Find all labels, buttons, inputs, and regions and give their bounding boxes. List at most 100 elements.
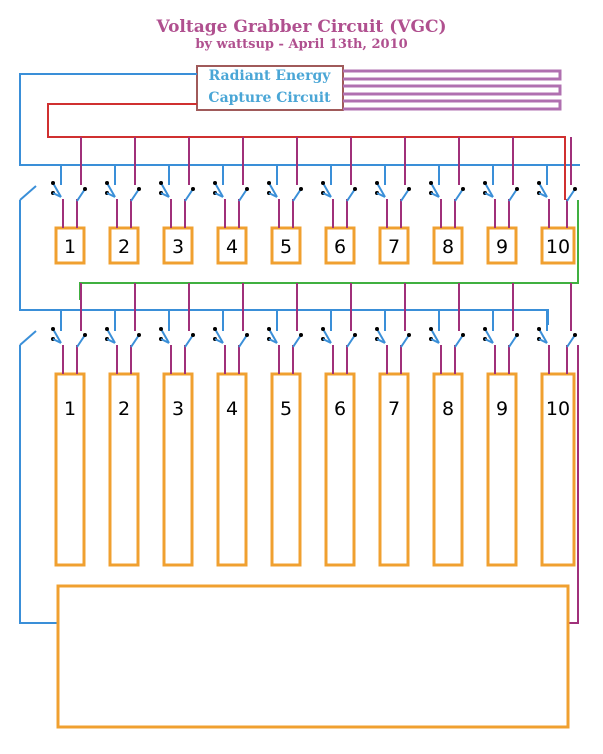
switch-contact (573, 333, 577, 337)
capacitor-8 (432, 226, 464, 265)
switch-arm (268, 182, 278, 198)
switch-link (52, 192, 62, 198)
switch-arm (346, 334, 356, 348)
capacitor-label: 2 (118, 236, 130, 258)
switch-arm (484, 328, 494, 344)
switch-arm (292, 334, 302, 348)
switch-contact (407, 333, 411, 337)
switch-contact (191, 187, 195, 191)
capacitor-2 (108, 226, 140, 265)
switch-arm (508, 188, 518, 202)
capacitor-label: 1 (64, 398, 76, 420)
capacitor-7 (378, 226, 410, 265)
capacitor-3 (162, 226, 194, 265)
capacitor-label: 7 (388, 236, 400, 258)
capacitor-8 (432, 372, 464, 567)
switch-link (160, 192, 170, 198)
capacitor-label: 10 (546, 236, 570, 258)
switch-contact (483, 327, 487, 331)
switch-link (214, 338, 224, 344)
switch-link (106, 192, 116, 198)
capacitor-9 (486, 226, 518, 265)
capacitor-label: 6 (334, 398, 346, 420)
switch-arm (454, 188, 464, 202)
switch-link (538, 338, 548, 344)
switch-contact (213, 327, 217, 331)
left-main-switches (19, 185, 37, 346)
capacitor-label: 6 (334, 236, 346, 258)
switch-arm (76, 334, 86, 348)
switch-contact (245, 333, 249, 337)
switch-arm (268, 328, 278, 344)
switch-contact (353, 187, 357, 191)
switch-contact (461, 333, 465, 337)
switch-arm (214, 328, 224, 344)
switch-arm (106, 182, 116, 198)
capacitor-label: 3 (172, 236, 184, 258)
switch-contact (105, 181, 109, 185)
capacitor-5 (270, 372, 302, 567)
switch-contact (83, 333, 87, 337)
switch-link (322, 192, 332, 198)
switch-arm (566, 188, 576, 202)
diagram-subtitle: by wattsup - April 13th, 2010 (195, 37, 408, 52)
switch-link (484, 192, 494, 198)
capacitor-label: 9 (496, 236, 508, 258)
switch-arm (430, 182, 440, 198)
switch-contact (375, 181, 379, 185)
switch-contact (51, 327, 55, 331)
switch-contact (83, 187, 87, 191)
switch-link (52, 338, 62, 344)
capacitor-3 (162, 372, 194, 567)
capacitor-4 (216, 226, 248, 265)
switch-arm (130, 334, 140, 348)
switch-arm (400, 334, 410, 348)
switch-contact (137, 333, 141, 337)
capacitor-label: 10 (546, 398, 570, 420)
switch-contact (375, 327, 379, 331)
switch-arm (76, 188, 86, 202)
switch-arm (292, 188, 302, 202)
switch-arm (484, 182, 494, 198)
switch-contact (299, 333, 303, 337)
switch-contact (537, 327, 541, 331)
switch-contact (429, 181, 433, 185)
switch-contact (213, 181, 217, 185)
switch-contact (299, 187, 303, 191)
capacitor-label: 5 (280, 398, 292, 420)
switch-link (484, 338, 494, 344)
recapture-label-line1: Radiant Energy (208, 68, 331, 84)
capacitor-10 (540, 372, 576, 567)
switch-link (214, 192, 224, 198)
switch-link (430, 192, 440, 198)
capacitor-1 (54, 226, 86, 265)
switch-contact (353, 333, 357, 337)
capacitor-2 (108, 372, 140, 567)
switch-arm (52, 328, 62, 344)
switch-arm (52, 182, 62, 198)
switch-link (430, 338, 440, 344)
switch-contact (573, 187, 577, 191)
recapture-label-line2: Capture Circuit (208, 90, 331, 106)
switch-contact (105, 327, 109, 331)
switch-arm (184, 188, 194, 202)
switch-arm (400, 188, 410, 202)
capacitor-label: 8 (442, 398, 454, 420)
capacitor-6 (324, 372, 356, 567)
capacitor-10 (540, 226, 576, 265)
switch-arm (376, 182, 386, 198)
switch-contact (51, 181, 55, 185)
switch-arm (322, 328, 332, 344)
switch-contact (429, 327, 433, 331)
red-bus (47, 103, 566, 200)
switch-arm (214, 182, 224, 198)
switch-link (322, 338, 332, 344)
switch-arm (376, 328, 386, 344)
switch-arm (538, 182, 548, 198)
switch-contact (267, 181, 271, 185)
switch-contact (159, 181, 163, 185)
switch-contact (245, 187, 249, 191)
switch-arm (106, 328, 116, 344)
switch-link (376, 338, 386, 344)
output-load-box (56, 584, 570, 729)
